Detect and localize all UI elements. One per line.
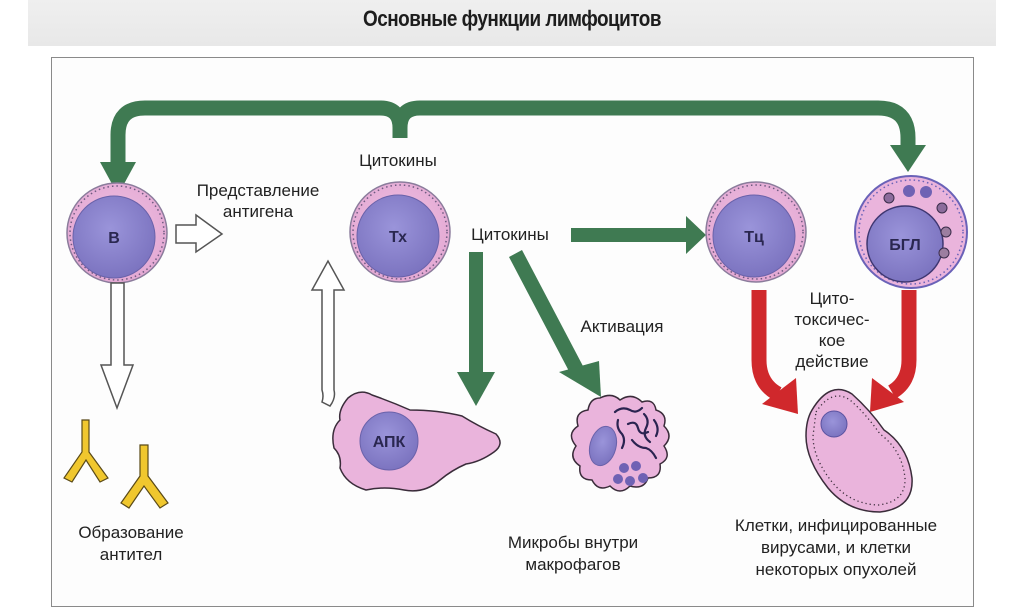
outcome-infected-line2: вирусами, и клетки bbox=[761, 538, 911, 557]
green-arrow-to-apc bbox=[457, 252, 495, 406]
macrophage bbox=[570, 394, 670, 492]
t-helper-cell: Тх bbox=[349, 181, 451, 283]
arrowhead-to-bgl-cell bbox=[890, 145, 926, 172]
title-band bbox=[28, 0, 996, 46]
green-arrow-to-macrophage bbox=[509, 250, 601, 397]
green-arrow-to-tc bbox=[571, 216, 706, 254]
antigen-presenting-cell: АПК bbox=[332, 391, 501, 492]
label-antigen-presentation-line1: Представление bbox=[197, 181, 320, 200]
microbes-icon bbox=[613, 406, 659, 460]
apc-label: АПК bbox=[373, 434, 406, 451]
hollow-arrow-up bbox=[310, 259, 346, 407]
granules-icon bbox=[883, 185, 952, 259]
label-cytotoxic-line4: действие bbox=[795, 352, 868, 371]
cytokine-bracket-arrow bbox=[100, 100, 926, 195]
label-cytokines-top: Цитокины bbox=[359, 151, 437, 170]
t-cytotoxic-cell: Тц bbox=[705, 181, 807, 283]
t-cytotoxic-label: Тц bbox=[744, 229, 764, 246]
antibody-icon bbox=[120, 444, 169, 509]
label-cytotoxic-line1: Цито- bbox=[810, 289, 855, 308]
label-antigen-presentation-line2: антигена bbox=[223, 202, 294, 221]
outcome-infected-line1: Клетки, инфицированные bbox=[735, 516, 937, 535]
b-cell-label: В bbox=[108, 230, 120, 247]
bgl-label: БГЛ bbox=[889, 237, 920, 254]
outcome-infected-line3: некоторых опухолей bbox=[756, 560, 917, 579]
outcome-macrophage-line1: Микробы внутри bbox=[508, 533, 638, 552]
antibody-icon bbox=[63, 419, 109, 483]
label-cytotoxic-line3: кое bbox=[819, 331, 846, 350]
diagram-title: Основные функции лимфоцитов bbox=[363, 6, 661, 31]
arrowhead-to-b-cell bbox=[100, 162, 136, 195]
b-cell: В bbox=[66, 182, 168, 284]
red-arrow-from-tc bbox=[751, 290, 798, 414]
hollow-arrow-down bbox=[99, 282, 135, 411]
particles-icon bbox=[613, 461, 648, 486]
label-cytotoxic-line2: токсичес- bbox=[794, 310, 869, 329]
hollow-arrow-right bbox=[175, 213, 224, 254]
diagram-frame bbox=[51, 57, 974, 607]
outcome-macrophage-line2: макрофагов bbox=[525, 555, 620, 574]
red-arrow-from-bgl bbox=[870, 290, 917, 412]
outcome-antibody-line1: Образование bbox=[78, 523, 183, 542]
t-helper-label: Тх bbox=[389, 229, 407, 246]
label-activation: Активация bbox=[581, 317, 664, 336]
label-cytokines-center: Цитокины bbox=[471, 225, 549, 244]
infected-target-cell bbox=[805, 388, 913, 513]
outcome-antibody-line2: антител bbox=[100, 545, 163, 564]
bracket-path bbox=[110, 100, 916, 165]
bgl-cell: БГЛ bbox=[854, 175, 968, 289]
